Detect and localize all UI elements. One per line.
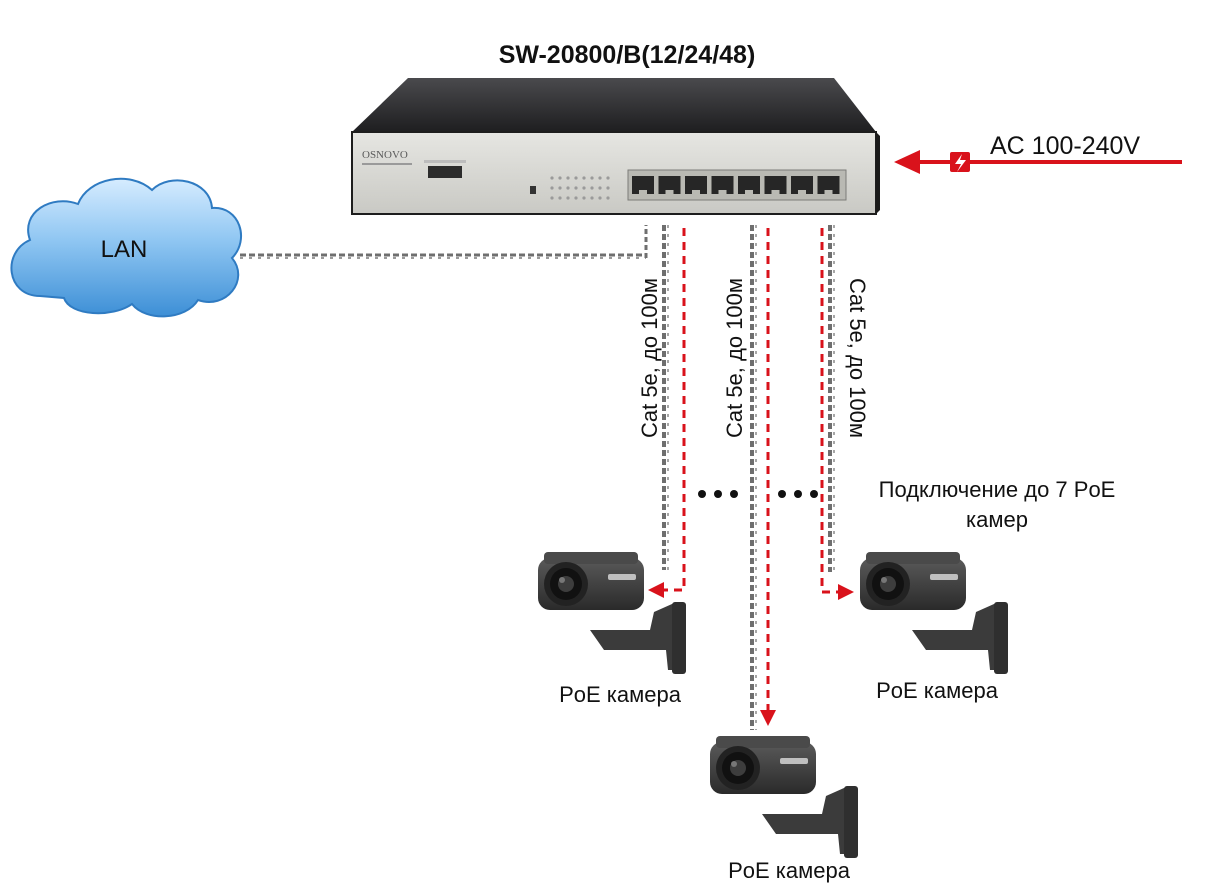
switch-display [428, 166, 462, 178]
power-arrow [894, 150, 1182, 174]
lan-label: LAN [101, 236, 148, 263]
poe-arrowhead-middle [760, 710, 776, 726]
camera-bottom-label: PoE камера [728, 858, 851, 883]
rj45-port-latch [639, 190, 647, 194]
camera-right-label: PoE камера [876, 678, 999, 703]
cables-layer [240, 225, 835, 730]
rj45-port [791, 176, 813, 194]
note-line-2: камер [966, 507, 1028, 532]
camera-right [860, 552, 1008, 674]
cable-label-right: Cat 5e, до 100м [845, 278, 870, 438]
poe-arrow-right [820, 228, 840, 594]
cable-label-middle: Cat 5e, до 100м [722, 278, 747, 438]
rj45-port [817, 176, 840, 194]
camera-left [538, 552, 686, 674]
rj45-port-latch [665, 190, 674, 194]
more-cameras-ellipsis [698, 490, 818, 498]
rj45-port-latch [798, 190, 806, 194]
rj45-port-latch [745, 190, 753, 194]
rj45-port [632, 176, 654, 194]
rj45-port [685, 176, 707, 194]
camera-bottom [710, 736, 858, 858]
poe-arrowhead-right [838, 584, 854, 600]
rj45-port [764, 176, 787, 194]
rj45-port-latch [718, 190, 727, 194]
power-label: AC 100-240V [990, 132, 1140, 160]
switch-ports [632, 176, 840, 194]
switch-brand: OSNOVO [362, 149, 408, 161]
cable-label-left: Cat 5e, до 100м [637, 278, 662, 438]
rj45-port-latch [824, 190, 833, 194]
lan-cloud [10, 177, 242, 318]
rj45-port [711, 176, 734, 194]
note-line-1: Подключение до 7 PoE [879, 477, 1116, 502]
camera-left-label: PoE камера [559, 682, 682, 707]
rj45-port [738, 176, 760, 194]
poe-arrowhead-left [648, 582, 664, 598]
poe-arrows [662, 228, 840, 712]
poe-switch: OSNOVO [351, 78, 880, 215]
rj45-port-latch [771, 190, 780, 194]
switch-leds [530, 176, 610, 200]
switch-model-title: SW-20800/B(12/24/48) [499, 41, 756, 69]
rj45-port-latch [692, 190, 700, 194]
rj45-port [658, 176, 681, 194]
